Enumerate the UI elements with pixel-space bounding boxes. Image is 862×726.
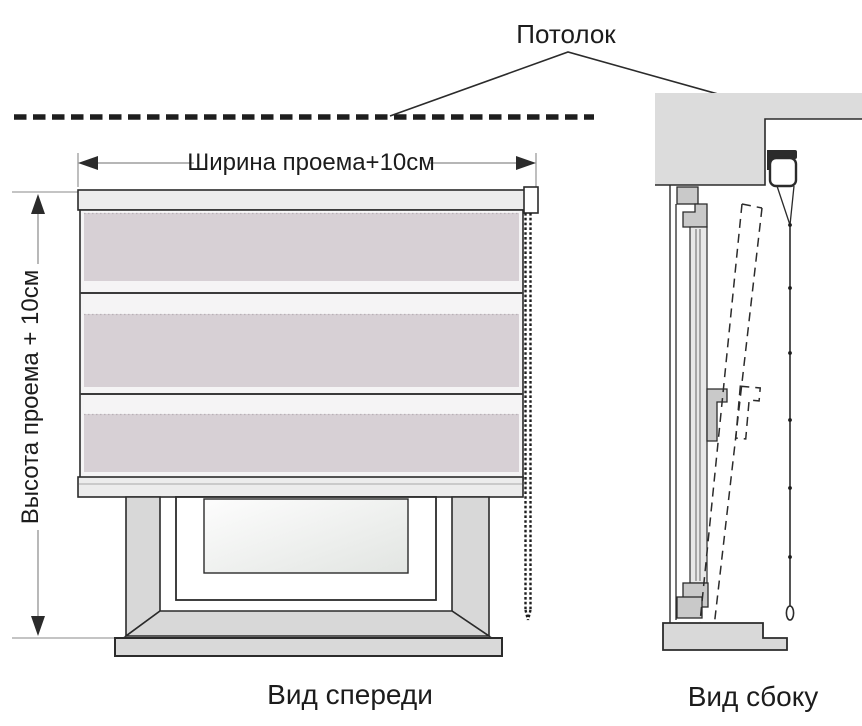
width-dimension: [77, 153, 537, 187]
side-mount-bracket-icon: [767, 150, 797, 159]
blind-header-rail: [77, 189, 538, 211]
side-fabric-taper: [776, 185, 795, 226]
side-lintel-block: [655, 93, 765, 185]
side-frame-top-profile: [682, 203, 708, 228]
roman-blind-front: [77, 186, 539, 621]
side-lintel-outline: [655, 118, 862, 186]
height-arrow-up-icon: [31, 194, 45, 214]
side-roller-cassette: [768, 156, 798, 188]
fabric-panel-1: [84, 213, 519, 281]
side-fabric-rings: [788, 223, 792, 559]
ceiling-label: Потолок: [516, 19, 616, 49]
blind-bottom-rail: [77, 476, 524, 498]
height-dimension-label: Высота проема + 10см: [17, 269, 44, 525]
fabric-panel-3: [84, 414, 519, 472]
fabric-panel-2: [84, 314, 519, 387]
side-view: [655, 93, 862, 651]
side-frame-top-block: [676, 186, 699, 205]
height-arrow-down-icon: [31, 616, 45, 636]
side-chain-end-weight: [785, 605, 795, 621]
bead-chain: [524, 213, 532, 621]
side-view-caption: Вид сбоку: [687, 681, 819, 712]
window-sill-board: [114, 637, 503, 657]
side-ceiling-slab: [765, 93, 862, 119]
side-window-handle: [706, 388, 728, 442]
panel-stipple-edges: [84, 212, 519, 416]
window-front: [114, 496, 503, 657]
window-glass: [203, 498, 409, 574]
width-arrow-right-icon: [516, 156, 536, 170]
width-dimension-label: Ширина проема+10см: [187, 149, 435, 176]
width-arrow-left-icon: [78, 156, 98, 170]
panel-divider-lines: [80, 292, 523, 395]
side-tilted-handle-dashed: [734, 385, 762, 440]
side-glazing-slab: [689, 226, 708, 584]
window-sill-slope: [123, 610, 492, 637]
height-dimension: [12, 191, 115, 639]
chain-end-cap: [523, 186, 539, 214]
front-view-caption: Вид спереди: [267, 679, 433, 710]
side-frame-bottom-step: [676, 596, 703, 619]
side-sill-block: [662, 622, 788, 651]
side-glass-lines: [695, 229, 701, 581]
